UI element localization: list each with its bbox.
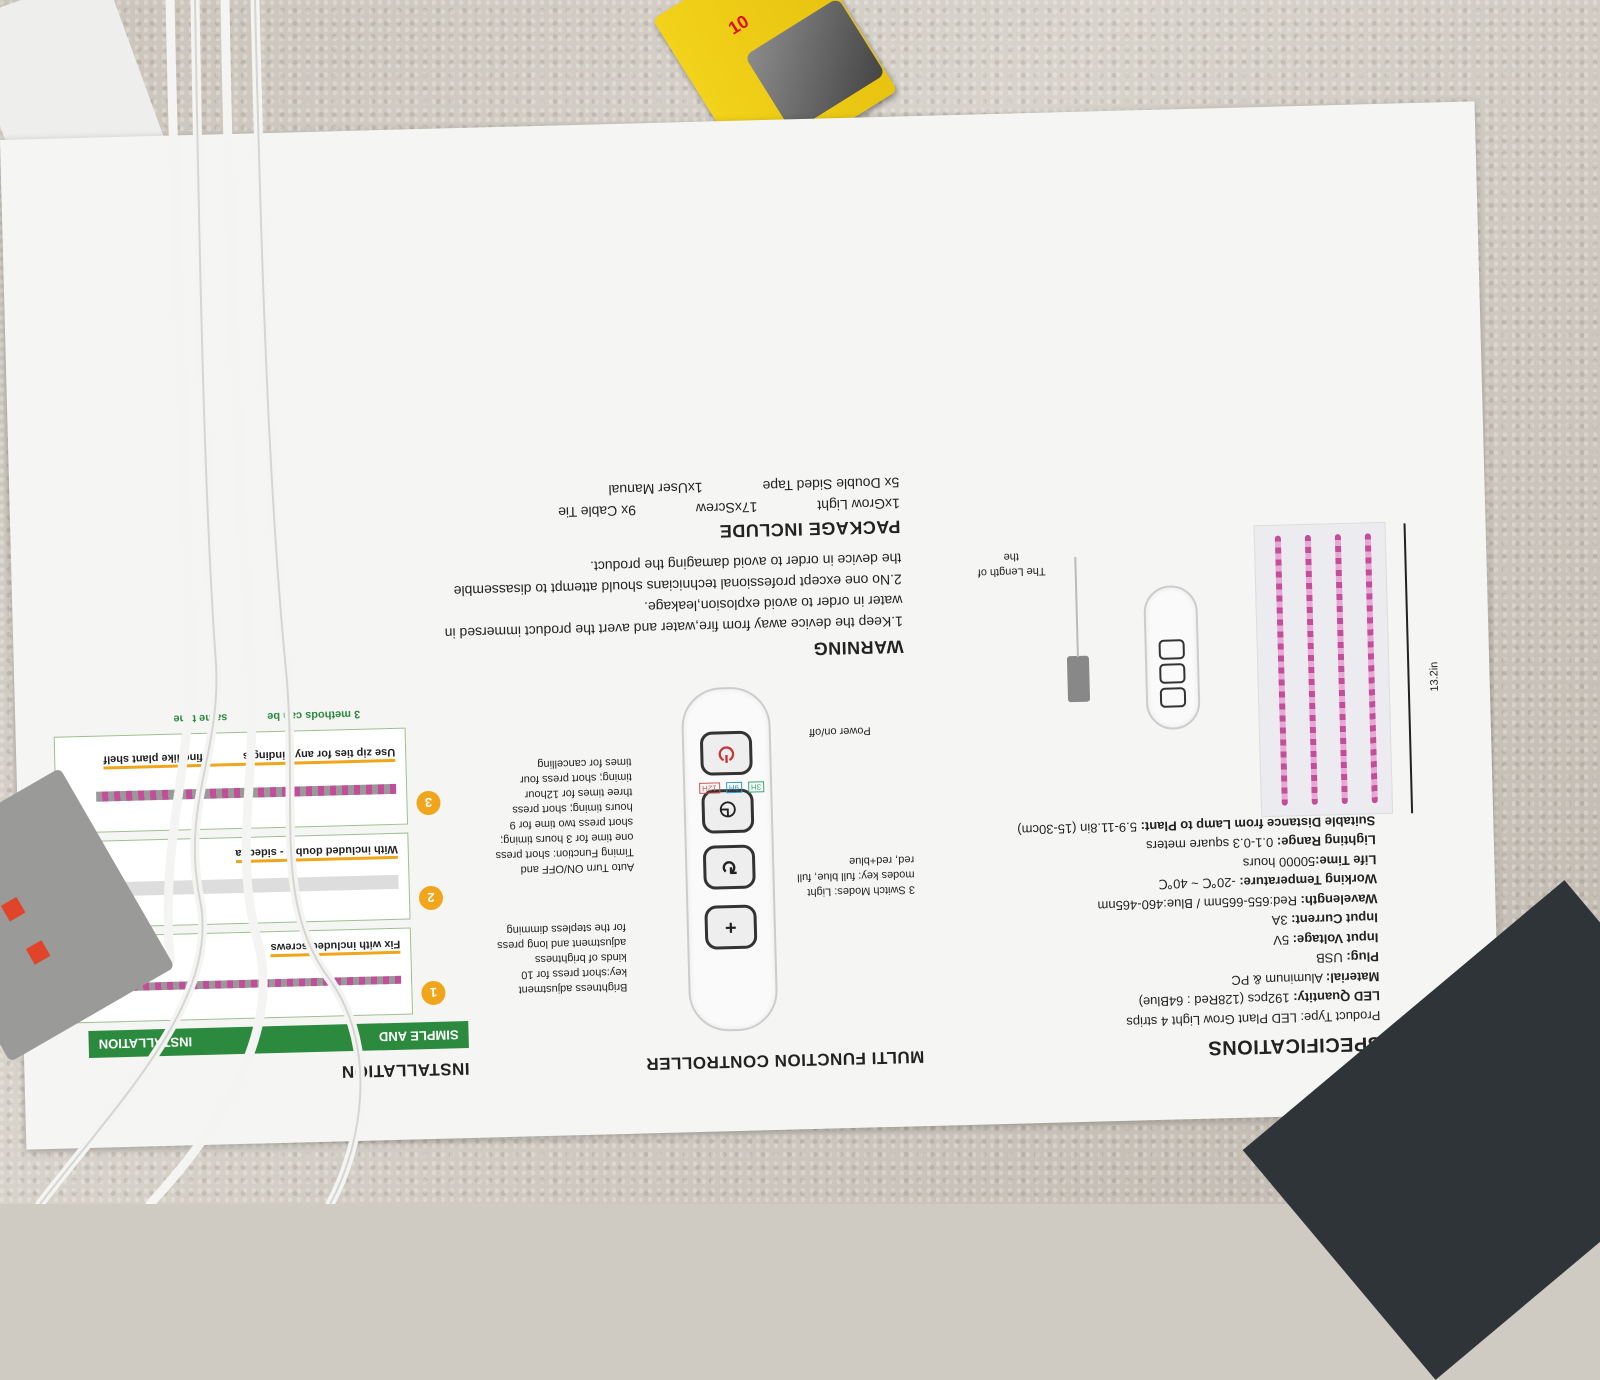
usb-cables: [0, 0, 1600, 1204]
led: [26, 940, 51, 965]
led: [1, 897, 26, 922]
